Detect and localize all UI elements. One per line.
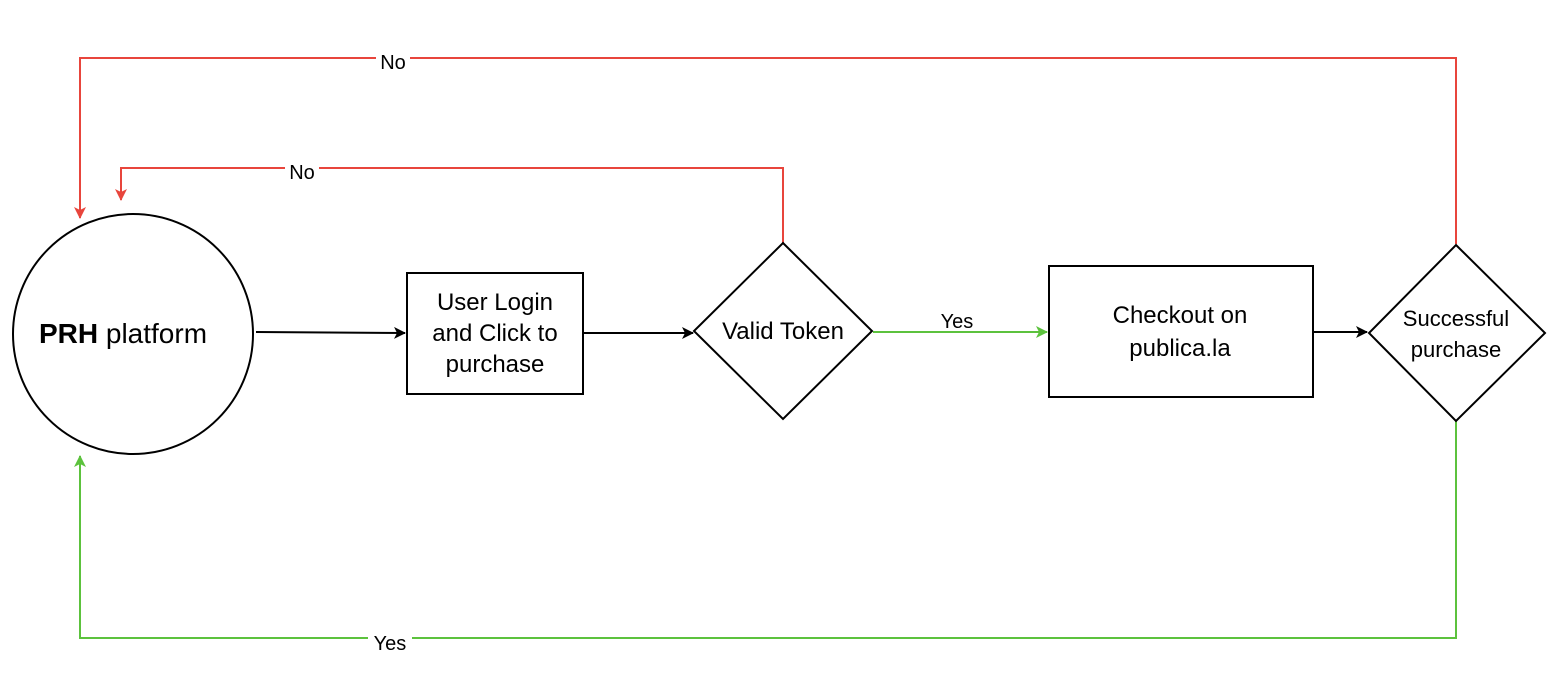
edge-yes-successful-to-platform <box>74 421 1457 639</box>
node-label-login-line-1: User Login <box>437 289 553 316</box>
edge-platform-to-login <box>255 326 406 339</box>
edge-label-yes-token: Yes <box>941 311 974 333</box>
node-label-login-line-2: and Click to <box>432 320 557 347</box>
node-label-valid-token: Valid Token <box>722 318 844 345</box>
node-shape-circle <box>12 213 254 455</box>
node-label-platform-rest: platform <box>98 318 207 349</box>
node-prh-platform: PRH platform <box>12 213 254 455</box>
node-shape-diamond <box>692 241 874 421</box>
edge-no-successful-to-platform <box>74 57 1457 244</box>
node-label-successful-line-2: purchase <box>1411 337 1502 362</box>
edge-label-bg <box>368 628 412 650</box>
node-label-platform: PRH platform <box>39 318 207 349</box>
edge-no-token-to-platform <box>115 167 784 243</box>
node-label-checkout-line-1: Checkout on <box>1113 302 1248 329</box>
node-valid-token: Valid Token <box>692 241 874 421</box>
node-label-checkout-line-2: publica.la <box>1129 335 1231 362</box>
edge-label-no-token: No <box>289 162 315 184</box>
edge-label-bg <box>285 158 319 180</box>
node-successful-purchase: Successful purchase <box>1367 243 1547 423</box>
edge-label-yes-successful: Yes <box>374 633 407 655</box>
node-user-login: User Login and Click to purchase <box>406 272 584 395</box>
node-label-successful-line-1: Successful <box>1403 306 1509 331</box>
node-checkout: Checkout on publica.la <box>1048 265 1314 398</box>
node-shape-diamond <box>1367 243 1547 423</box>
node-label-login-line-3: purchase <box>446 351 545 378</box>
node-label-platform-bold: PRH <box>39 318 98 349</box>
edge-label-bg <box>376 48 410 70</box>
edge-label-no-successful: No <box>380 52 406 74</box>
node-shape-rectangle <box>1048 265 1314 398</box>
node-shape-rectangle <box>406 272 584 395</box>
